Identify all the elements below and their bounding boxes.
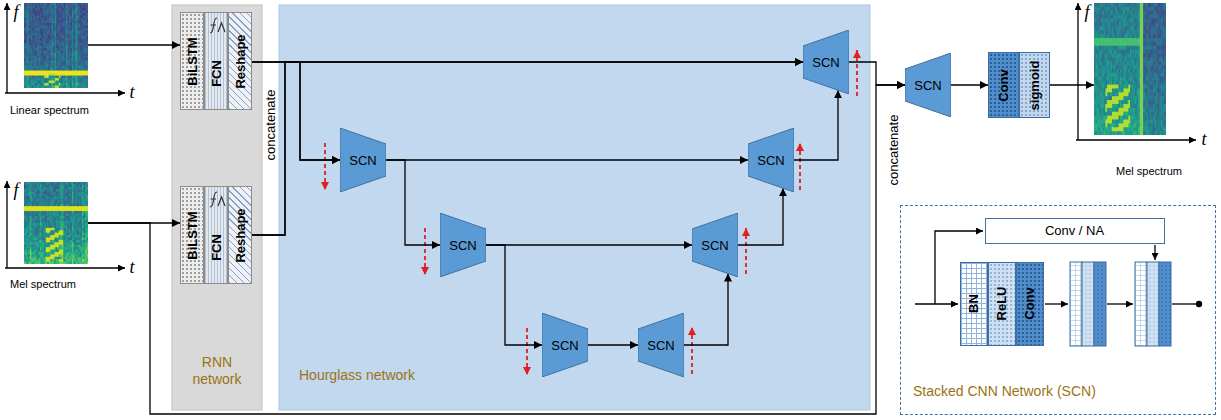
connector [738, 188, 783, 245]
connector [386, 159, 748, 160]
upsample-arrow [799, 143, 801, 190]
inset-line [915, 303, 958, 304]
bn-strip [1135, 262, 1147, 346]
conv-strip [1159, 262, 1171, 346]
axis-line [6, 181, 7, 268]
output-dot [1196, 301, 1202, 307]
upsample-arrow [691, 327, 693, 374]
spectrogram-image: Mel spectrum [10, 182, 110, 294]
upsample-arrow [745, 228, 747, 274]
inset-line [1172, 303, 1197, 304]
rnn-panel-ground [172, 5, 262, 410]
conv-strip [1094, 262, 1106, 346]
spectrogram [24, 3, 88, 88]
axis-line [1077, 3, 1078, 140]
connector [794, 90, 838, 160]
connector [252, 62, 803, 235]
downsample-arrow [424, 228, 426, 275]
inset-stacks [1070, 262, 1171, 346]
inset-line [1154, 245, 1155, 260]
connector [486, 245, 542, 345]
connector [88, 44, 180, 45]
axis-line [5, 267, 125, 268]
hourglass-panel-ground [279, 5, 870, 410]
axis-line [6, 3, 7, 93]
connector [951, 84, 988, 85]
sampling-arrows [325, 50, 857, 375]
spectrogram [24, 182, 88, 264]
connector [486, 244, 692, 245]
connector [849, 62, 905, 85]
relu-strip [1147, 262, 1159, 346]
axis-line [5, 92, 125, 93]
connector [1050, 84, 1094, 85]
connector [684, 274, 728, 345]
connector [588, 344, 638, 345]
downsample-arrow [526, 328, 528, 375]
axis-line [1076, 139, 1196, 140]
connector [252, 62, 340, 160]
connector [252, 62, 340, 235]
inset-line [1045, 303, 1068, 304]
connector [386, 160, 440, 245]
inset-line [1107, 303, 1133, 304]
image-caption: Linear spectrum [10, 104, 110, 117]
spectrogram-cell [87, 86, 88, 89]
relu-strip [1082, 262, 1094, 346]
spectrogram-image: Linear spectrum [10, 3, 110, 121]
connector [88, 85, 905, 414]
downsample-arrow [324, 143, 326, 190]
upsample-arrow [856, 50, 858, 96]
bn-strip [1070, 262, 1082, 346]
